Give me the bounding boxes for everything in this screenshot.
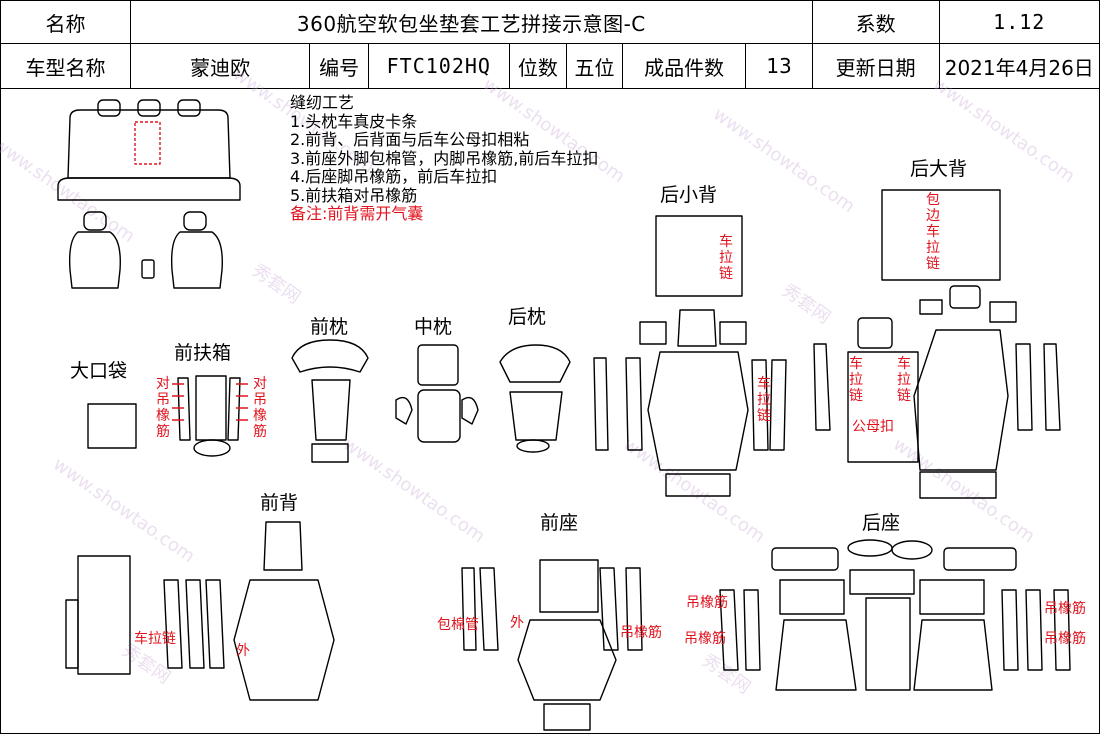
date-value: 2021年4月26日 bbox=[938, 43, 1100, 89]
front-seat-pieces bbox=[461, 559, 643, 731]
annotation-front-seat-elastic: 吊橡筋 bbox=[620, 625, 662, 641]
annotation-front-back-outer: 外 bbox=[236, 643, 250, 659]
annotation-armrest-right: 对吊橡筋 bbox=[253, 376, 267, 440]
annotation-rear-seat-elastic: 吊橡筋 bbox=[1044, 631, 1086, 647]
seats-value: 五位 bbox=[566, 43, 623, 89]
label-big-pocket: 大口袋 bbox=[70, 360, 128, 382]
annotation-front-seat-tube: 包棉管 bbox=[437, 617, 479, 633]
notes-title: 缝纫工艺 bbox=[290, 93, 355, 112]
rear-big-back-pieces bbox=[813, 189, 1061, 499]
model-value: 蒙迪欧 bbox=[130, 43, 311, 89]
label-front-back: 前背 bbox=[260, 492, 299, 514]
label-front-seat: 前座 bbox=[540, 512, 579, 534]
label-rear-small-back: 后小背 bbox=[660, 184, 718, 206]
drawing-title: 360航空软包坐垫套工艺拼接示意图-C bbox=[130, 0, 813, 44]
annotation-rear-seat-elastic: 吊橡筋 bbox=[1044, 601, 1086, 617]
label-rear-pillow: 后枕 bbox=[508, 306, 547, 328]
notes-item: 3.前座外脚包棉管，内脚吊橡筋,前后车拉扣 bbox=[290, 148, 599, 168]
notes-item: 5.前扶箱对吊橡筋 bbox=[290, 185, 418, 205]
front-pillow-pieces bbox=[291, 339, 369, 463]
annotation-big-back-zip-right: 车拉链 bbox=[897, 356, 911, 404]
rear-pillow-pieces bbox=[499, 344, 571, 453]
overview-front-seats bbox=[68, 211, 223, 289]
overview-rear-bench bbox=[57, 99, 241, 201]
notes-item: 1.头枕车真皮卡条 bbox=[290, 111, 418, 131]
annotation-rear-seat-elastic: 吊橡筋 bbox=[684, 631, 726, 647]
title-block: 名称 360航空软包坐垫套工艺拼接示意图-C 系数 1.12 车型名称 蒙迪欧 … bbox=[0, 0, 1100, 89]
coef-label: 系数 bbox=[811, 0, 940, 44]
front-back-pieces bbox=[65, 521, 335, 701]
code-value: FTC102HQ bbox=[368, 43, 510, 89]
annotation-big-back-airbag: 包边车拉链 bbox=[926, 192, 940, 272]
annotation-big-back-snap: 公母扣 bbox=[852, 419, 894, 435]
annotation-front-seat-outer: 外 bbox=[510, 615, 524, 631]
annotation-small-back-zipper-side: 车拉链 bbox=[757, 376, 771, 424]
seats-label: 位数 bbox=[508, 43, 568, 89]
pieces-label: 成品件数 bbox=[621, 43, 747, 89]
label-front-armrest: 前扶箱 bbox=[174, 342, 232, 364]
notes-item: 2.前背、后背面与后车公母扣相粘 bbox=[290, 130, 530, 149]
code-label: 编号 bbox=[309, 43, 370, 89]
label-front-pillow: 前枕 bbox=[310, 316, 349, 338]
rear-small-back-pieces bbox=[593, 215, 787, 497]
annotation-rear-seat-elastic: 吊橡筋 bbox=[686, 595, 728, 611]
big-pocket-piece bbox=[87, 403, 137, 449]
date-label: 更新日期 bbox=[811, 43, 940, 89]
annotation-small-back-zipper-top: 车拉链 bbox=[719, 234, 733, 282]
label-rear-seat: 后座 bbox=[862, 512, 901, 534]
rear-seat-pieces bbox=[719, 539, 1071, 691]
front-armrest-pieces bbox=[177, 375, 241, 457]
mid-pillow-pieces bbox=[395, 344, 479, 443]
sewing-notes: 缝纫工艺 1.头枕车真皮卡条 2.前背、后背面与后车公母扣相粘 3.前座外脚包棉… bbox=[290, 93, 599, 224]
annotation-front-back-zipper: 车拉链 bbox=[134, 631, 176, 647]
notes-item: 4.后座脚吊橡筋，前后车拉扣 bbox=[290, 167, 498, 186]
annotation-big-back-zip-left: 车拉链 bbox=[849, 356, 863, 404]
coef-value: 1.12 bbox=[938, 0, 1100, 44]
pieces-value: 13 bbox=[745, 43, 813, 89]
notes-remark: 备注:前背需开气囊 bbox=[290, 204, 424, 223]
model-label: 车型名称 bbox=[0, 43, 132, 89]
annotation-armrest-left: 对吊橡筋 bbox=[156, 376, 170, 440]
armrest-arrows bbox=[172, 383, 248, 421]
label-mid-pillow: 中枕 bbox=[414, 316, 453, 338]
label-rear-big-back: 后大背 bbox=[910, 158, 968, 180]
